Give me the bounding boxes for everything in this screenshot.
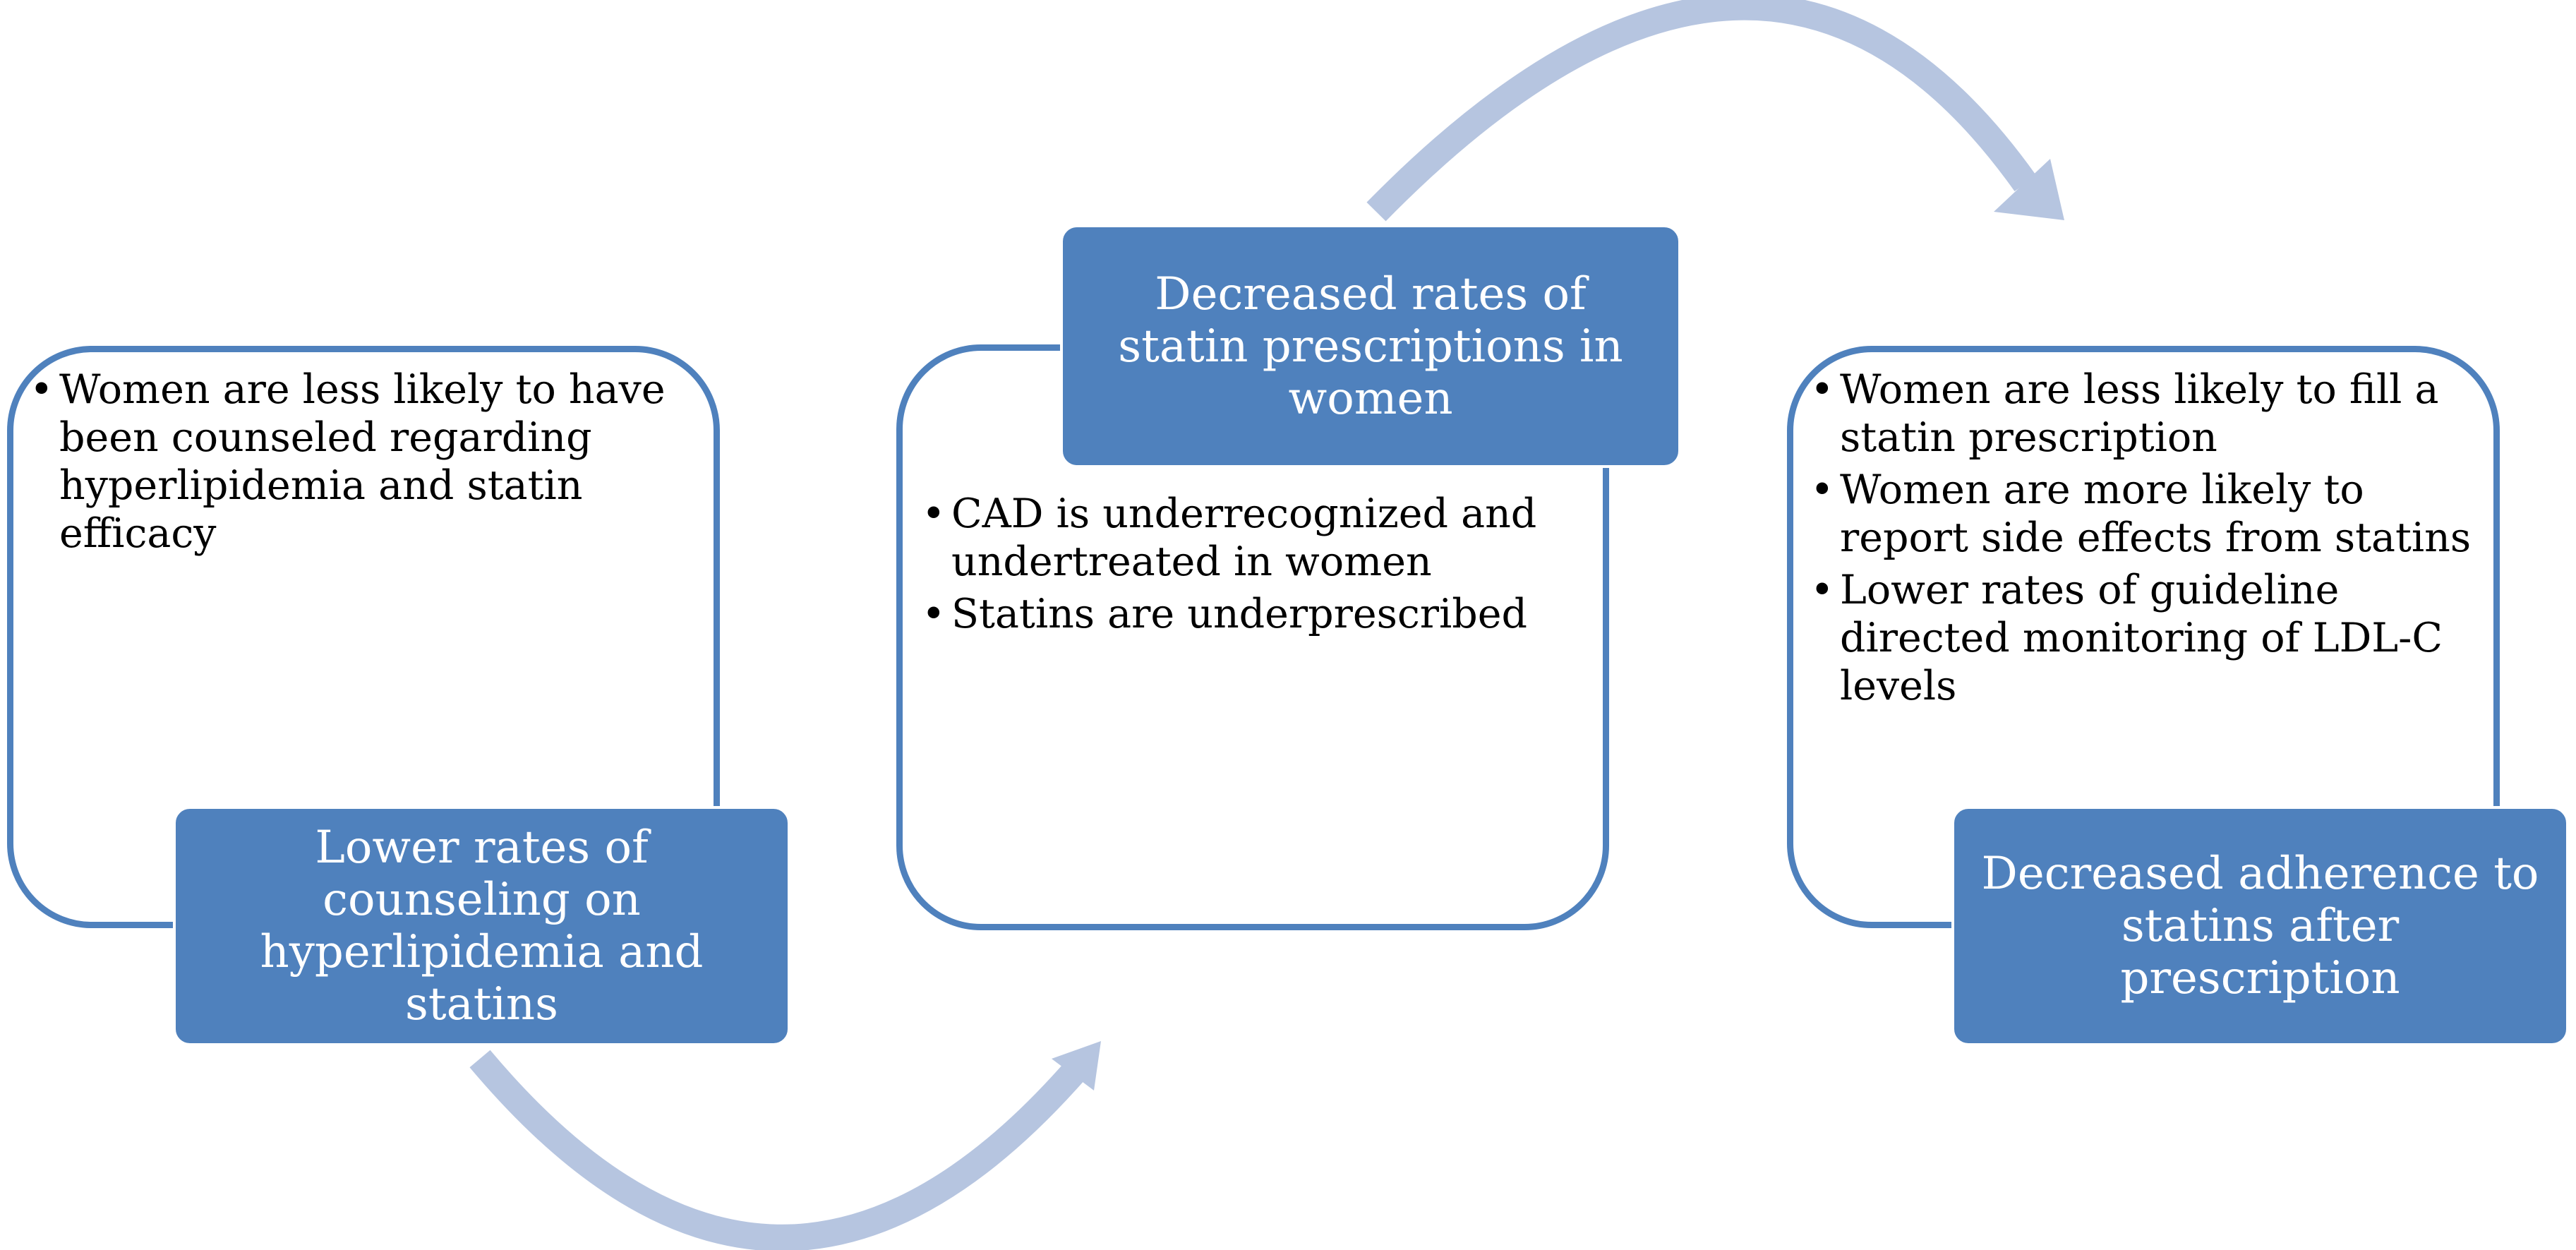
step2-bullet: Statins are underprescribed — [922, 590, 1585, 638]
step2-bullet-list: CAD is underrecognized and undertreated … — [922, 490, 1585, 642]
step3-bullet: Women are more likely to report side eff… — [1810, 466, 2488, 562]
step2-label: Decreased rates of statin prescriptions … — [1118, 268, 1623, 425]
step1-label-box: Lower rates of counseling on hyperlipide… — [173, 806, 790, 1046]
arrow-head-step1-to-step2 — [1052, 1041, 1101, 1090]
step1-bullet-list: Women are less likely to have been couns… — [30, 366, 707, 562]
step1-label: Lower rates of counseling on hyperlipide… — [260, 822, 704, 1030]
step1-bullet: Women are less likely to have been couns… — [30, 366, 707, 558]
step3-bullet: Women are less likely to fill a statin p… — [1810, 366, 2488, 462]
arrow-step1-to-step2 — [469, 1050, 1087, 1250]
arrow-head-step2-to-step3 — [1994, 159, 2064, 220]
step2-bullet: CAD is underrecognized and undertreated … — [922, 490, 1585, 586]
step2-label-box: Decreased rates of statin prescriptions … — [1060, 224, 1681, 468]
step3-bullet: Lower rates of guideline directed monito… — [1810, 566, 2488, 710]
step3-label: Decreased adherence to statins after pre… — [1981, 848, 2539, 1004]
step3-bullet-list: Women are less likely to fill a statin p… — [1810, 366, 2488, 714]
arrow-step2-to-step3 — [1366, 0, 2037, 222]
step3-label-box: Decreased adherence to statins after pre… — [1951, 806, 2569, 1046]
